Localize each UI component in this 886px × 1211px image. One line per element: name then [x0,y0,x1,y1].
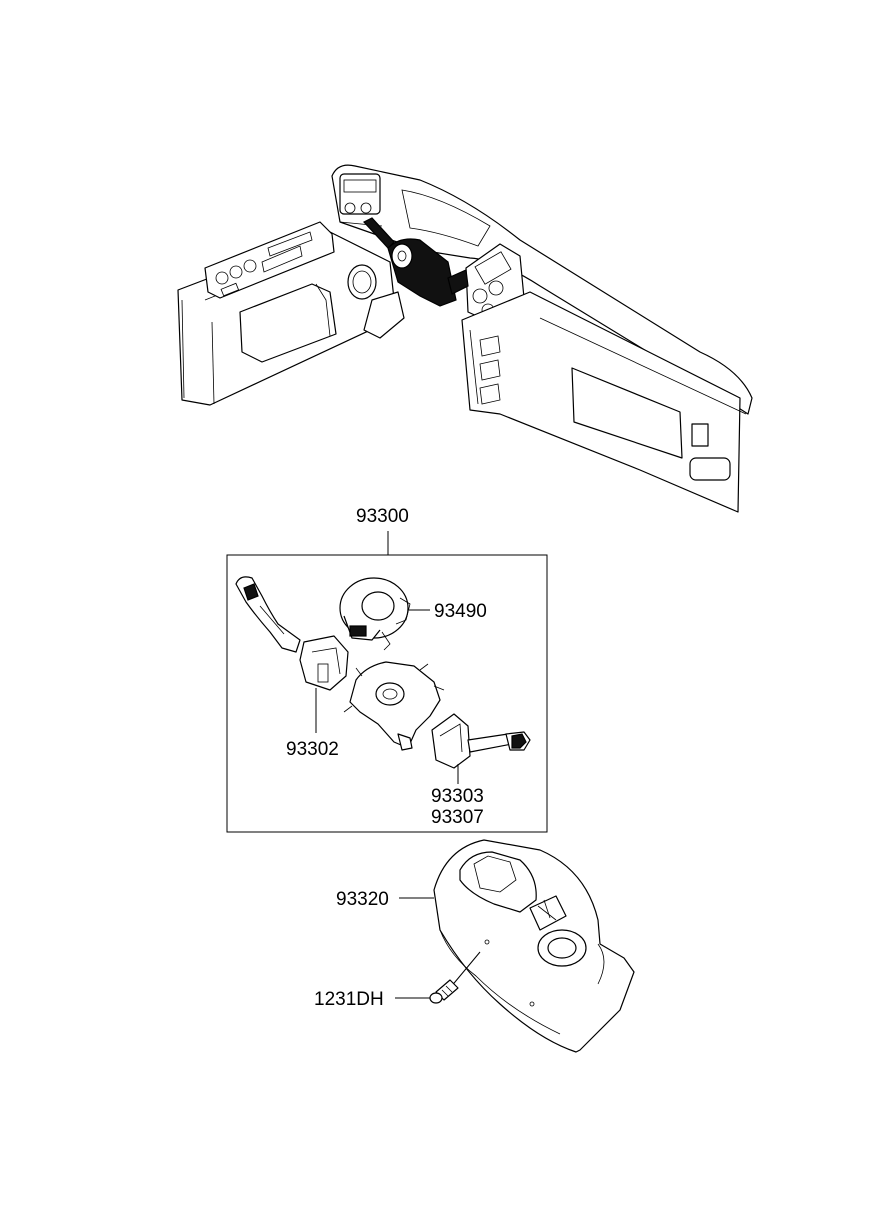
switch-body [343,661,445,751]
left-lever-switch [235,576,349,691]
clock-spring [339,577,411,651]
steering-column-highlight [363,217,469,307]
label-93490: 93490 [434,601,487,622]
right-lever-switch [431,713,531,769]
column-shroud [433,839,635,1053]
label-93320: 93320 [336,889,389,910]
dashboard-illustration [177,164,753,513]
label-93300: 93300 [356,506,409,527]
screw [429,951,481,1004]
assembly-frame [226,554,548,833]
label-93307: 93307 [431,807,484,828]
label-93302: 93302 [286,739,339,760]
label-93303: 93303 [431,786,484,807]
label-1231DH: 1231DH [314,989,384,1010]
